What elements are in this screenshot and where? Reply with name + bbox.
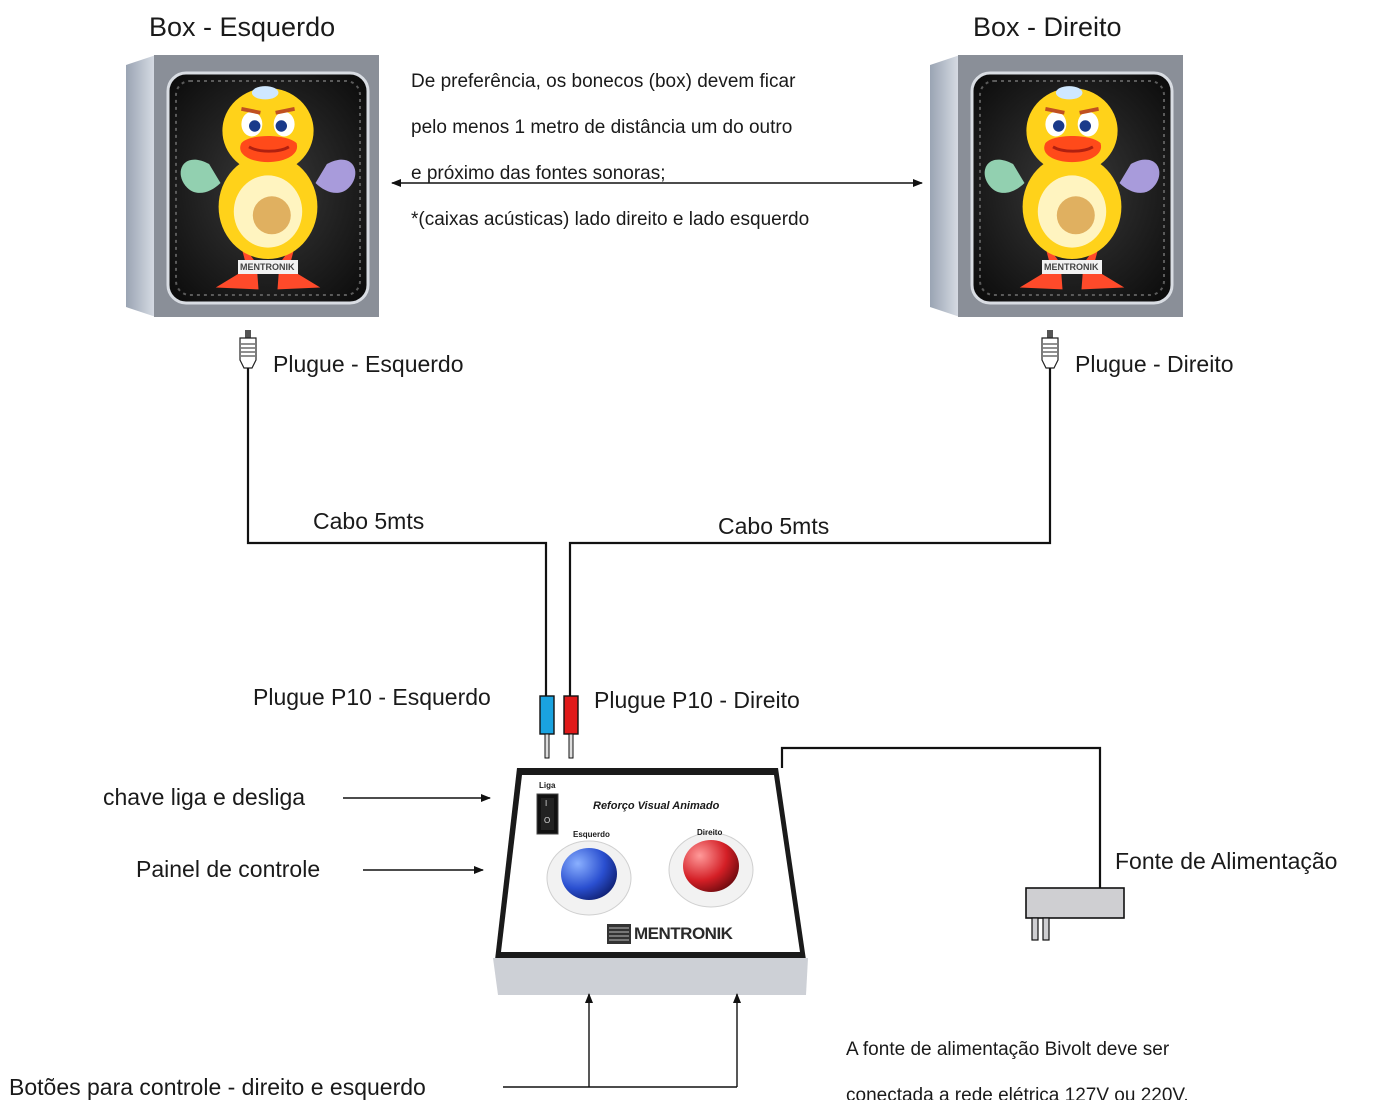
- left-cable-label: Cabo 5mts: [313, 508, 425, 534]
- right-box-illustration: [930, 55, 1183, 317]
- panel-switch-label: Liga: [539, 781, 556, 790]
- left-cable: [246, 368, 548, 696]
- right-cable: [568, 368, 1052, 696]
- left-box-illustration: [126, 55, 379, 317]
- buttons-callout: Botões para controle - direito e esquerd…: [9, 1074, 426, 1100]
- panel-right-button-label: Direito: [697, 828, 723, 837]
- right-box-jack-icon: [1041, 329, 1059, 369]
- p10-left-plug-icon: [539, 695, 555, 759]
- power-note: A fonte de alimentação Bivolt deve ser c…: [846, 1015, 1189, 1100]
- panel-brand: MENTRONIK: [634, 924, 733, 943]
- power-cable: [780, 746, 1102, 888]
- left-box-title: Box - Esquerdo: [149, 12, 336, 42]
- p10-right-label: Plugue P10 - Direito: [594, 687, 800, 713]
- right-plug-label: Plugue - Direito: [1075, 351, 1234, 377]
- distance-note-line: *(caixas acústicas) lado direito e lado …: [411, 209, 810, 230]
- panel-switch-on-mark: I: [545, 799, 548, 808]
- distance-note: De preferência, os bonecos (box) devem f…: [411, 47, 809, 254]
- p10-left-label: Plugue P10 - Esquerdo: [253, 684, 491, 710]
- left-box-jack-icon: [239, 329, 257, 369]
- power-supply-label: Fonte de Alimentação: [1115, 848, 1338, 874]
- power-note-line: A fonte de alimentação Bivolt deve ser: [846, 1039, 1170, 1060]
- control-panel-illustration: [493, 768, 808, 995]
- panel-left-button-label: Esquerdo: [573, 830, 610, 839]
- right-box-logo: MENTRONIK: [1044, 262, 1099, 272]
- buttons-callout-lines: [503, 995, 738, 1088]
- panel-callout: Painel de controle: [136, 856, 321, 882]
- left-plug-label: Plugue - Esquerdo: [273, 351, 464, 377]
- power-note-line: conectada a rede elétrica 127V ou 220V.: [846, 1085, 1189, 1100]
- distance-note-line: De preferência, os bonecos (box) devem f…: [411, 71, 796, 92]
- p10-right-plug-icon: [563, 695, 579, 759]
- right-box-title: Box - Direito: [973, 12, 1122, 42]
- left-box-logo: MENTRONIK: [240, 262, 295, 272]
- right-cable-label: Cabo 5mts: [718, 513, 830, 539]
- switch-callout: chave liga e desliga: [103, 784, 306, 810]
- panel-switch-off-mark: O: [544, 816, 551, 825]
- distance-note-line: e próximo das fontes sonoras;: [411, 163, 666, 184]
- panel-title: Reforço Visual Animado: [593, 800, 720, 812]
- distance-note-line: pelo menos 1 metro de distância um do ou…: [411, 117, 793, 138]
- power-adapter-icon: [1025, 887, 1125, 941]
